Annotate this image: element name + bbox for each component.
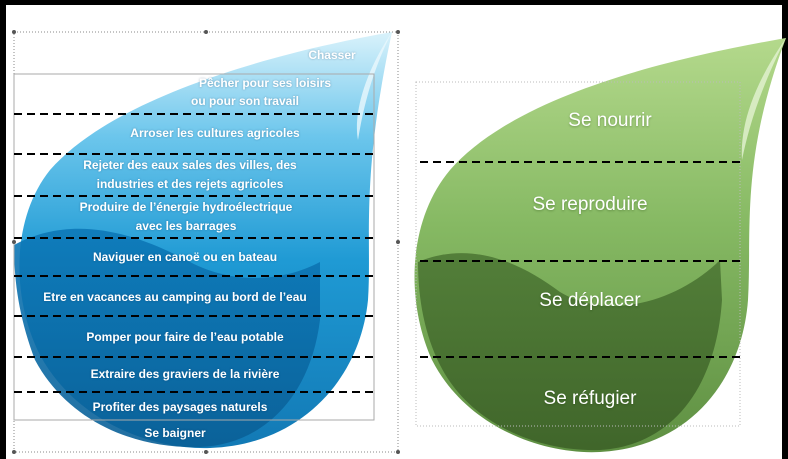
use-landscapes: Profiter des paysages naturels <box>92 400 268 414</box>
frame-border-left <box>0 0 6 459</box>
frame-border-top <box>0 0 788 5</box>
green-separators <box>420 161 740 358</box>
use-fishing-line2: ou pour son travail <box>190 94 299 108</box>
need-feeding: Se nourrir <box>568 110 652 131</box>
use-swimming: Se baigner <box>144 426 206 440</box>
use-gravel: Extraire des graviers de la rivière <box>90 367 280 381</box>
use-fishing-line1: Pêcher pour ses loisirs <box>198 76 332 90</box>
use-irrigation: Arroser les cultures agricoles <box>130 126 300 140</box>
green-drop <box>414 38 786 453</box>
use-camping: Etre en vacances au camping au bord de l… <box>43 290 307 304</box>
use-hydropower-line2: avec les barrages <box>135 219 237 233</box>
use-wastewater-line2: industries et des rejets agricoles <box>96 177 284 191</box>
blue-drop <box>14 32 393 449</box>
frame-border-right <box>782 0 788 459</box>
use-hydropower-line1: Produire de l’énergie hydroélectrique <box>79 200 293 214</box>
blue-separators <box>14 113 374 393</box>
use-drinking-water: Pomper pour faire de l’eau potable <box>86 330 284 344</box>
need-reproduction: Se reproduire <box>532 194 648 215</box>
need-movement: Se déplacer <box>539 290 641 311</box>
use-hunting: Chasser <box>308 48 356 62</box>
selection-box-inner <box>13 73 375 421</box>
need-shelter: Se réfugier <box>543 388 637 409</box>
use-boating: Naviguer en canoë ou en bateau <box>92 250 278 264</box>
use-wastewater-line1: Rejeter des eaux sales des villes, des <box>83 158 297 172</box>
selection-box-green <box>415 81 741 427</box>
